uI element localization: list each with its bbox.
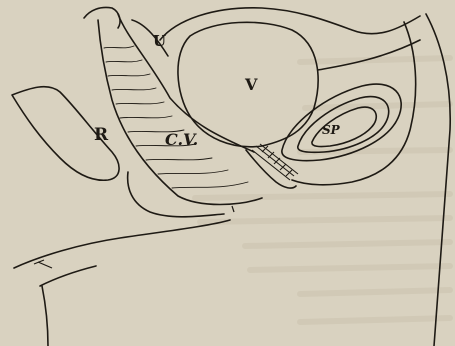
label-r: R — [94, 125, 109, 145]
thigh-vertical — [42, 286, 48, 346]
thigh-line — [14, 220, 230, 268]
abdominal-wall-line — [426, 14, 450, 346]
label-u: U — [153, 32, 166, 50]
peritoneal-contour — [160, 8, 420, 40]
ghost-text-lines — [195, 58, 450, 322]
upper-fold-outer — [84, 7, 120, 28]
label-cv: C.V. — [165, 130, 198, 149]
label-sp: SP — [322, 123, 341, 137]
vaginal-wall-hatching — [104, 46, 248, 188]
thigh-line-lower — [40, 266, 96, 286]
label-v: V — [244, 75, 258, 94]
peritoneal-contour-lower — [318, 40, 420, 70]
urethral-orifice-hatch — [252, 144, 298, 180]
